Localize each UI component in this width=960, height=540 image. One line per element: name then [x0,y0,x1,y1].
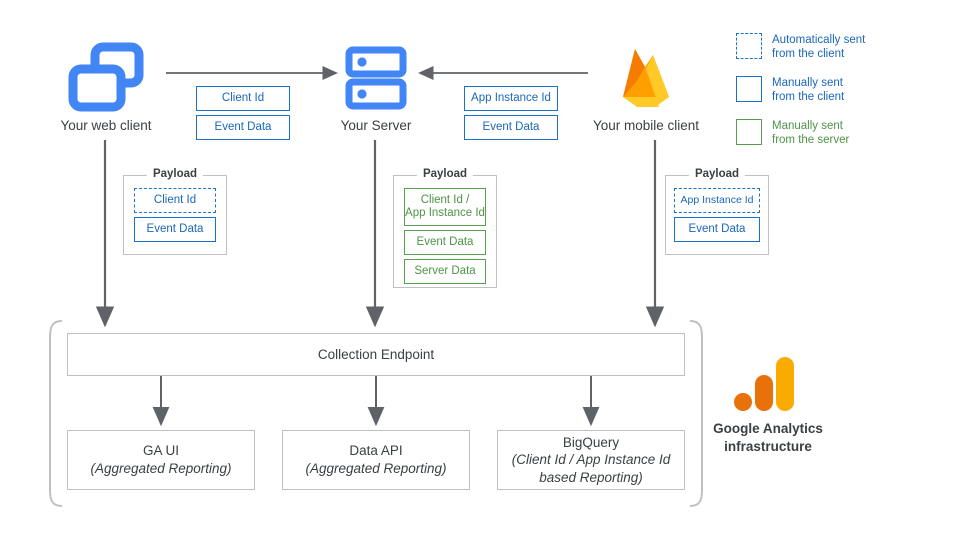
legend-swatch-manual-client [736,75,762,102]
legend-item: Manually sent from the client [736,75,865,105]
ga-infrastructure-caption: Google Analytics infrastructure [700,420,836,456]
node-server: Your Server [310,38,442,133]
google-analytics-bars-icon [700,352,836,420]
payload-item: Event Data [674,217,760,242]
google-analytics-infrastructure: Google Analytics infrastructure [700,352,836,456]
transfer-web-to-server: Client Id Event Data [196,86,290,140]
output-title: BigQuery [562,434,620,450]
collection-endpoint-box: Collection Endpoint [67,333,685,376]
payload-title: Payload [416,168,474,180]
legend-label-manual-client: Manually sent from the client [772,76,844,105]
transfer-mobile-to-server: App Instance Id Event Data [464,86,558,140]
transfer-chip: Event Data [196,115,290,140]
legend-item: Automatically sent from the client [736,33,865,62]
payload-item: Event Data [404,230,486,255]
collection-endpoint-label: Collection Endpoint [317,346,435,362]
payload-item: Server Data [404,259,486,284]
node-server-label: Your Server [340,118,412,133]
output-subtitle: (Client Id / App Instance Id based Repor… [511,452,671,485]
output-subtitle: (Aggregated Reporting) [90,461,232,476]
ga-caption-line-1: Google Analytics [713,421,823,436]
output-subtitle: (Aggregated Reporting) [305,461,447,476]
payload-group-mobile: Payload App Instance Id Event Data [665,168,769,255]
payload-title: Payload [146,168,204,180]
node-web-client-label: Your web client [60,118,152,133]
legend-line-1: Manually sent [772,119,843,132]
payload-item: Client Id / App Instance Id [404,188,486,226]
output-title: GA UI [142,443,179,459]
output-box-bigquery: BigQuery (Client Id / App Instance Id ba… [497,430,685,490]
browser-windows-icon [40,38,172,118]
payload-item: Client Id [134,188,216,213]
transfer-chip: Client Id [196,86,290,111]
output-box-ga-ui: GA UI (Aggregated Reporting) [67,430,255,490]
payload-item: Event Data [134,217,216,242]
node-mobile-client: Your mobile client [580,38,712,133]
transfer-chip: Event Data [464,115,558,140]
payload-title: Payload [688,168,746,180]
legend-label-auto-client: Automatically sent from the client [772,33,865,62]
output-box-data-api: Data API (Aggregated Reporting) [282,430,470,490]
ga-caption-line-2: infrastructure [724,439,812,455]
payload-group-web: Payload Client Id Event Data [123,168,227,255]
payload-group-server: Payload Client Id / App Instance Id Even… [393,168,497,288]
legend-line-1: Automatically sent [772,34,866,46]
legend-line-2: from the client [772,91,845,104]
legend-line-2: from the client [772,48,845,61]
firebase-flame-icon [580,38,712,118]
legend-line-1: Manually sent [772,76,843,89]
legend-line-2: from the server [772,133,850,146]
output-title: Data API [349,443,403,459]
legend-swatch-manual-server [736,118,762,145]
node-mobile-client-label: Your mobile client [592,118,700,133]
transfer-chip: App Instance Id [464,86,558,111]
legend-label-manual-server: Manually sent from the server [772,119,849,148]
server-racks-icon [310,38,442,118]
node-web-client: Your web client [40,38,172,133]
payload-item: App Instance Id [674,188,760,213]
legend: Automatically sent from the client Manua… [736,33,865,147]
legend-swatch-auto-client [736,33,762,59]
legend-item: Manually sent from the server [736,118,865,148]
